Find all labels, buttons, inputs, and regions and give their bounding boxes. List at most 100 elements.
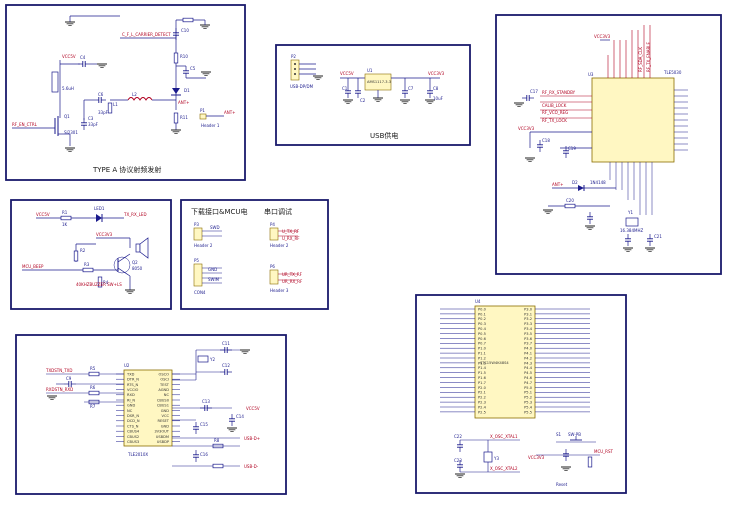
led-tx-net: TX_RX_LED — [123, 212, 147, 217]
chip-crystal-label: 16.384MHZ — [620, 228, 643, 233]
chip-c17-label: C17 — [530, 89, 538, 94]
uart-rxd-net: RXDSTN_RXD — [46, 387, 73, 392]
pin-label: P0.0 — [478, 307, 487, 311]
headers-title-right: 串口调试 — [264, 207, 292, 216]
uart-u2-label: U2 — [124, 363, 130, 368]
rf-c3-label: C3 — [88, 116, 94, 121]
panel-stc-mcu: U4 STC15W4K48S4 P0.0P0.1P0.2P0.3P0.4P0.5… — [415, 294, 627, 494]
hdr-p4-net: U_TX_RF — [282, 229, 300, 234]
led-buzzer-part: 40KHZBUZZER SW+LS — [76, 282, 122, 287]
headers-title-left: 下载接口&MCU电 — [191, 207, 248, 216]
pin-label: P3.0 — [524, 307, 533, 311]
uart-chip-part: TLE2010X — [127, 452, 148, 457]
pin-label: P4.1 — [524, 352, 532, 356]
rf-r10-label: R10 — [180, 54, 188, 59]
stc-vcc-net: VCC3V3 — [528, 455, 545, 460]
stc-u4-label: U4 — [475, 299, 481, 304]
stc-pins-left: P0.0P0.1P0.2P0.3P0.4P0.5P0.6P0.7P1.0P1.1… — [440, 307, 487, 414]
pin-label: CBUS3 — [127, 440, 139, 444]
pin-label: P0.2 — [478, 317, 486, 321]
pin-label: RI_N — [127, 398, 135, 402]
pin-label: CBUS0 — [157, 398, 170, 402]
led-r2-label: R2 — [80, 248, 86, 253]
pin-label: P3.4 — [524, 327, 533, 331]
rf-d1-label: D1 — [184, 88, 190, 93]
hdr-p4-label: P4 — [270, 222, 275, 227]
pin-label: DCD_N — [127, 419, 140, 423]
pin-label: NC — [127, 409, 133, 413]
panel-rf-chip: U3 TLE5030 RF_SDA_CLK RF_TX_ENABLE VCC3V… — [495, 14, 722, 275]
uart-c16-label: C16 — [200, 452, 208, 457]
pin-label: P5.5 — [524, 410, 532, 414]
pin-label: USBDM — [156, 435, 169, 439]
usb-p2-label: P2 — [291, 54, 296, 59]
rf-c4-label: C4 — [80, 55, 86, 60]
rf-panel-title: TYPE A 协议射频发射 — [92, 165, 161, 174]
rf-l2-label: L2 — [132, 92, 137, 97]
usb-c8-label: C8 — [433, 86, 439, 91]
pin-label: VCC — [162, 414, 170, 418]
uart-c14-label: C14 — [236, 414, 244, 419]
uart-txd-net: TXDSTN_TXD — [45, 368, 73, 373]
rf-c3-val: 33pF — [88, 122, 99, 127]
pin-label: DSR_N — [127, 414, 139, 418]
hdr-p6-label: P6 — [270, 264, 275, 269]
pin-label: P3.7 — [524, 342, 532, 346]
pin-label: RXD — [127, 393, 135, 397]
uart-c9-label: C9 — [66, 376, 72, 381]
rf-vcc-net: VCC5V — [62, 54, 76, 59]
hdr-p3-conn: Header 2 — [194, 243, 213, 248]
pin-label: 3V3OUT — [154, 430, 169, 434]
usb-panel-title: USB供电 — [370, 131, 398, 140]
pin-label: P2.3 — [478, 401, 486, 405]
led-q2-label: Q2 — [132, 260, 138, 265]
led-r1-label: R1 — [62, 210, 68, 215]
pin-label: P0.3 — [478, 322, 486, 326]
hdr-p6-net: UR_TX_RF — [282, 272, 303, 277]
pin-label: P1.3 — [478, 361, 486, 365]
usb-c7-label: C7 — [408, 86, 414, 91]
pin-label: GND — [161, 424, 169, 428]
uart-c15-label: C15 — [200, 422, 208, 427]
hdr-p4-net2: U_RX_RF — [282, 236, 300, 241]
pin-label: CBUS4 — [127, 430, 140, 434]
pin-label: CBUS1 — [157, 404, 169, 408]
pin-label: P2.5 — [478, 410, 486, 414]
rf-c6-label: C6 — [98, 92, 104, 97]
led-r1-val: 1K — [62, 222, 68, 227]
pin-label: P1.6 — [478, 376, 487, 380]
pin-label: OSCO — [159, 372, 170, 376]
pin-label: P5.4 — [524, 405, 533, 409]
rf-l1-val: 5.6uH — [62, 86, 74, 91]
led-vcc3-net: VCC3V3 — [96, 232, 113, 237]
uart-pins-left: TXDDTR_NRTS_NVCCIORXDRI_NGNDNCDSR_NDCD_N… — [116, 372, 140, 444]
rf-carrier-net: C_F_L_CARRIER_DETECT — [122, 32, 171, 37]
rf-p1-label: P1 — [200, 108, 205, 113]
pin-label: P1.0 — [478, 347, 487, 351]
chip-net-tx-lock: RF_TX_LOCK — [542, 118, 567, 123]
stc-sw-part: SW-PB — [568, 432, 581, 437]
chip-diode-part: 1N4148 — [590, 180, 606, 185]
rf-header-label: Header 1 — [201, 123, 220, 128]
hdr-p5-net: GND — [208, 267, 217, 272]
pin-label: P4.0 — [524, 347, 533, 351]
pin-label: P2.2 — [478, 396, 486, 400]
pin-label: P1.7 — [478, 381, 486, 385]
pin-label: AGND — [158, 388, 169, 392]
pin-label: P4.5 — [524, 371, 532, 375]
panel-led-buzzer: VCC5V R1 1K LED1 TX_RX_LED VCC3V3 R2 Q2 … — [10, 199, 172, 310]
stc-y3-label: Y3 — [493, 456, 499, 461]
pin-label: NC — [164, 393, 170, 397]
pin-label: RESET — [157, 419, 169, 423]
led-r3-label: R3 — [84, 262, 90, 267]
hdr-p6-conn: Header 3 — [270, 288, 289, 293]
uart-r5-label: R5 — [90, 366, 96, 371]
panel-rf-transmitter: C_F_L_CARRIER_DETECT C10 R10 C5 D1 ANT+ … — [5, 4, 246, 181]
pin-label: P5.3 — [524, 401, 532, 405]
pin-label: P4.7 — [524, 381, 532, 385]
pin-label: P0.4 — [478, 327, 487, 331]
stc-c22-label: C22 — [454, 434, 462, 439]
chip-y1-label: Y1 — [627, 210, 633, 215]
